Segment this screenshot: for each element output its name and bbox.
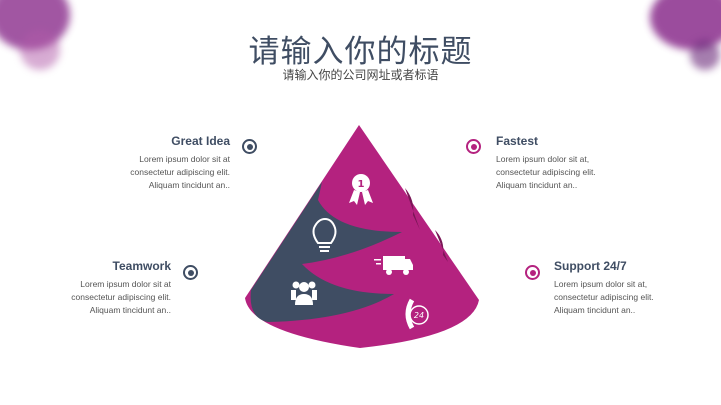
bullet-icon [242,139,257,154]
item-text: Aliquam tincidunt an.. [496,180,578,190]
item-title: Fastest [496,134,539,148]
item-teamwork: Teamwork Lorem ipsum dolor sit at consect… [0,259,171,317]
lightbulb-icon [312,217,337,252]
item-text: consectetur adipiscing elit. [554,292,654,302]
bullet-icon [466,139,481,154]
award-badge-icon: 1 [349,174,373,205]
page-subtitle: 请输入你的公司网址或者标语 [282,68,439,82]
item-text: Lorem ipsum dolor sit at [139,154,230,164]
svg-text:24: 24 [414,311,424,320]
item-title: Teamwork [112,259,171,273]
item-text: Lorem ipsum dolor sit at, [496,154,590,164]
item-text: Lorem ipsum dolor sit at, [554,279,648,289]
item-text: Lorem ipsum dolor sit at [80,279,171,289]
ink-splash-right-2 [690,40,720,70]
item-title: Great Idea [171,134,230,148]
page-title: 请输入你的标题 [248,34,473,70]
ink-splash-left-2 [20,30,60,70]
item-title: Support 24/7 [554,259,627,273]
delivery-truck-icon [374,256,413,275]
item-text: Aliquam tincidunt an.. [89,305,171,315]
item-great-idea: Great Idea Lorem ipsum dolor sit at conse… [55,134,230,192]
item-fastest: Fastest Lorem ipsum dolor sit at, consect… [496,134,671,192]
item-text: consectetur adipiscing elit. [496,167,596,177]
bullet-icon [183,265,198,280]
cone-shadow [435,230,448,262]
item-text: consectetur adipiscing elit. [130,167,230,177]
support-phone-icon: 24 [405,298,429,330]
team-icon [291,281,317,305]
item-text: Aliquam tincidunt an.. [148,180,230,190]
item-support: Support 24/7 Lorem ipsum dolor sit at, co… [554,259,721,317]
item-text: consectetur adipiscing elit. [71,292,171,302]
cone-shadow [405,188,420,230]
bullet-icon [525,265,540,280]
svg-text:1: 1 [358,179,365,190]
item-text: Aliquam tincidunt an.. [554,305,636,315]
